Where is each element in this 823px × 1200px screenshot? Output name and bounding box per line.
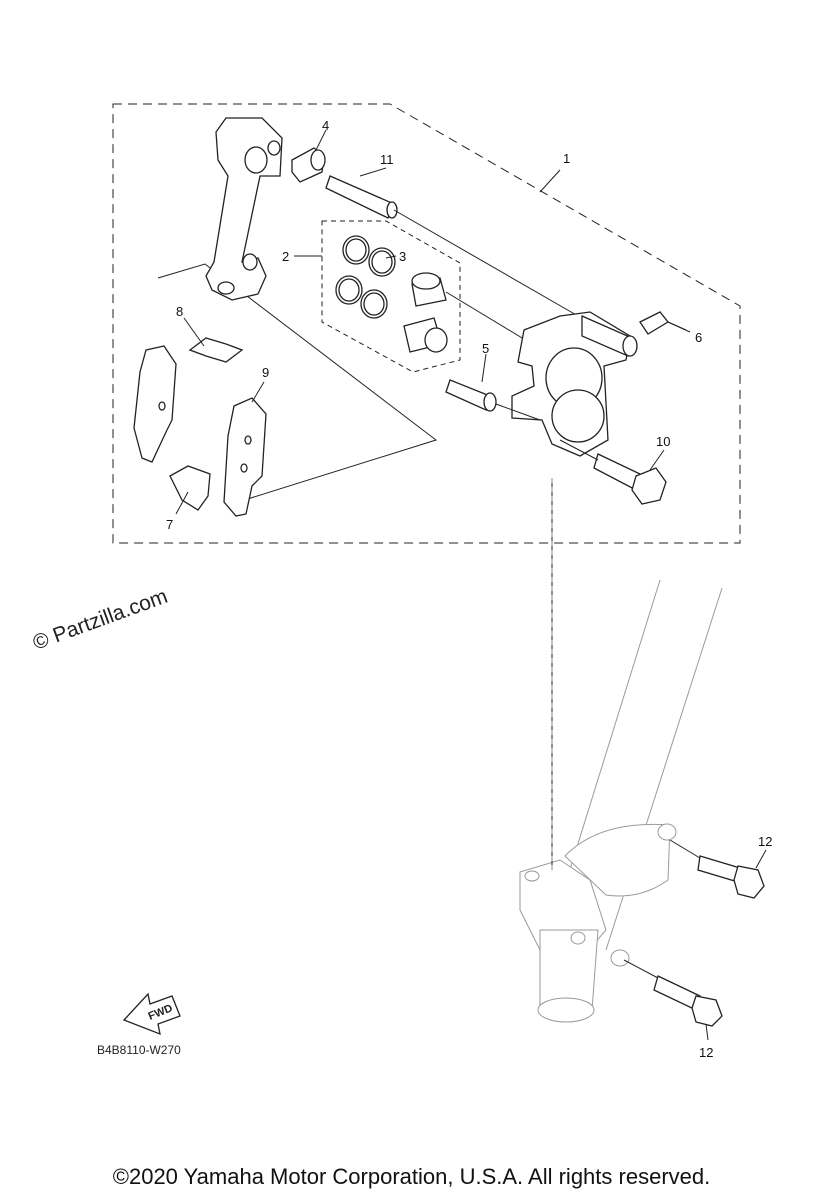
callout-3: 3 [399, 249, 406, 264]
caliper-bracket [205, 117, 283, 301]
diagram-code: B4B8110-W270 [97, 1043, 181, 1057]
callout-9: 9 [262, 365, 269, 380]
callout-6: 6 [695, 330, 702, 345]
bolt-part-12-lower [623, 959, 723, 1027]
brake-pad-right [223, 397, 267, 517]
bolt-part-12-upper [669, 839, 765, 899]
callout-1: 1 [563, 151, 570, 166]
watermark: © Partzilla.com [30, 585, 171, 655]
callout-10: 10 [656, 434, 670, 449]
callout-8: 8 [176, 304, 183, 319]
callout-12-lower: 12 [699, 1045, 713, 1060]
callout-7: 7 [166, 517, 173, 532]
assembly-boundary [112, 103, 741, 544]
bolt-part-10 [559, 439, 667, 505]
caliper-body [511, 311, 638, 457]
seal-kit-outline [321, 220, 461, 373]
pin-part-5 [445, 379, 541, 421]
callout-12-upper: 12 [758, 834, 772, 849]
callout-2: 2 [282, 249, 289, 264]
pad-clip-part-7 [169, 465, 211, 511]
pistons [403, 272, 543, 353]
pad-spring-part-8 [188, 337, 244, 363]
fwd-arrow-icon: FWD [122, 992, 181, 1036]
callout-11: 11 [380, 152, 394, 167]
slide-pin-part-11 [325, 175, 586, 321]
brake-pad-left [133, 345, 177, 463]
pad-group-outline [157, 263, 438, 503]
leader-lines [175, 129, 767, 1041]
callout-4: 4 [322, 118, 329, 133]
copyright-notice: ©2020 Yamaha Motor Corporation, U.S.A. A… [112, 1164, 711, 1189]
front-fork-leg [519, 579, 723, 1023]
piston-seals [335, 235, 396, 319]
bleed-screw-part-6 [639, 311, 691, 335]
callout-5: 5 [482, 341, 489, 356]
boot-part-4 [291, 147, 326, 183]
